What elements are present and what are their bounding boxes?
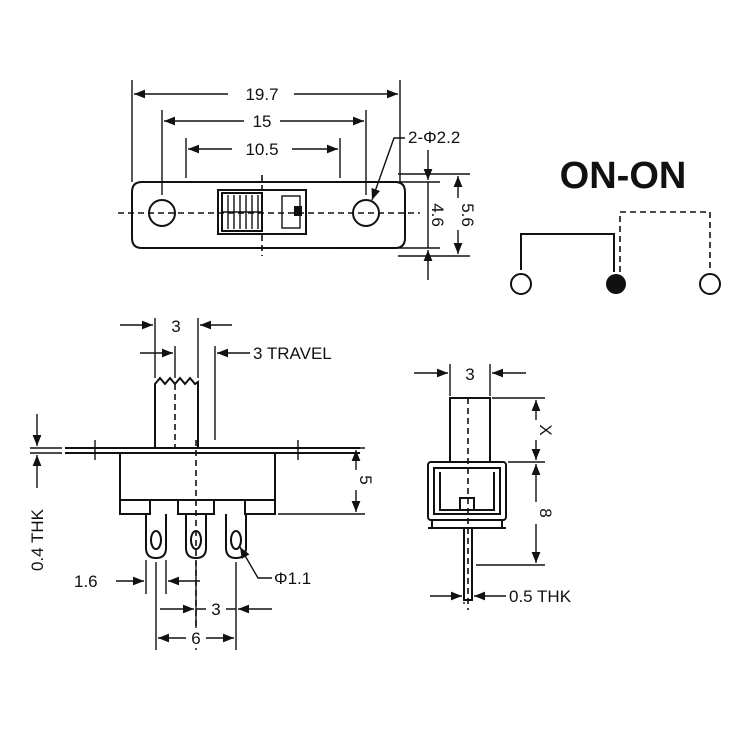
terminal-left bbox=[510, 273, 532, 295]
top-view: 19.7 15 10.5 2-Φ2.2 4.6 5.6 bbox=[118, 80, 477, 280]
dim-pin-pitch: 3 bbox=[211, 600, 220, 619]
dim-pin-thk: 0.5 THK bbox=[509, 587, 572, 606]
schematic: ON-ON bbox=[510, 155, 721, 295]
front-body bbox=[119, 453, 276, 501]
dim-body-length: 10.5 bbox=[245, 140, 278, 159]
knob-ribs bbox=[222, 195, 262, 229]
dim-actuator-width: 3 bbox=[171, 317, 180, 336]
pin-hole-leader bbox=[239, 546, 272, 579]
dim-body-width: 4.6 bbox=[428, 203, 447, 227]
dim-flange-width: 5.6 bbox=[458, 203, 477, 227]
dim-hole-dia: 2-Φ2.2 bbox=[408, 128, 460, 147]
dim-overall-length: 19.7 bbox=[245, 85, 278, 104]
terminal-common bbox=[606, 274, 626, 294]
contact-line-dashed bbox=[619, 211, 711, 272]
dim-side-height: 8 bbox=[536, 508, 555, 517]
contact-line-solid bbox=[520, 233, 615, 272]
dim-side-actuator-width: 3 bbox=[465, 365, 474, 384]
flange-outline bbox=[131, 181, 406, 249]
terminal-right bbox=[699, 273, 721, 295]
pins bbox=[145, 514, 247, 560]
mount-hole-right bbox=[352, 199, 380, 227]
side-body bbox=[427, 461, 507, 521]
dim-actuator-height: X bbox=[536, 424, 555, 435]
dim-travel: 3 TRAVEL bbox=[253, 344, 332, 363]
front-view: 3 3 TRAVEL 0.4 THK 5 1.6 bbox=[28, 317, 375, 650]
dim-hole-spacing: 15 bbox=[253, 112, 272, 131]
dim-pin-hole: Φ1.1 bbox=[274, 569, 311, 588]
dim-pin-width: 1.6 bbox=[74, 572, 98, 591]
dim-plate-thk: 0.4 THK bbox=[28, 508, 47, 571]
hole-leader bbox=[371, 137, 405, 201]
side-actuator bbox=[449, 397, 491, 462]
actuator bbox=[154, 376, 199, 448]
dim-body-height: 5 bbox=[356, 475, 375, 484]
dim-pin-span: 6 bbox=[191, 629, 200, 648]
switch-type-title: ON-ON bbox=[560, 155, 687, 197]
window-mark bbox=[294, 206, 302, 216]
side-view: 3 X 8 0.5 THK bbox=[414, 364, 572, 610]
